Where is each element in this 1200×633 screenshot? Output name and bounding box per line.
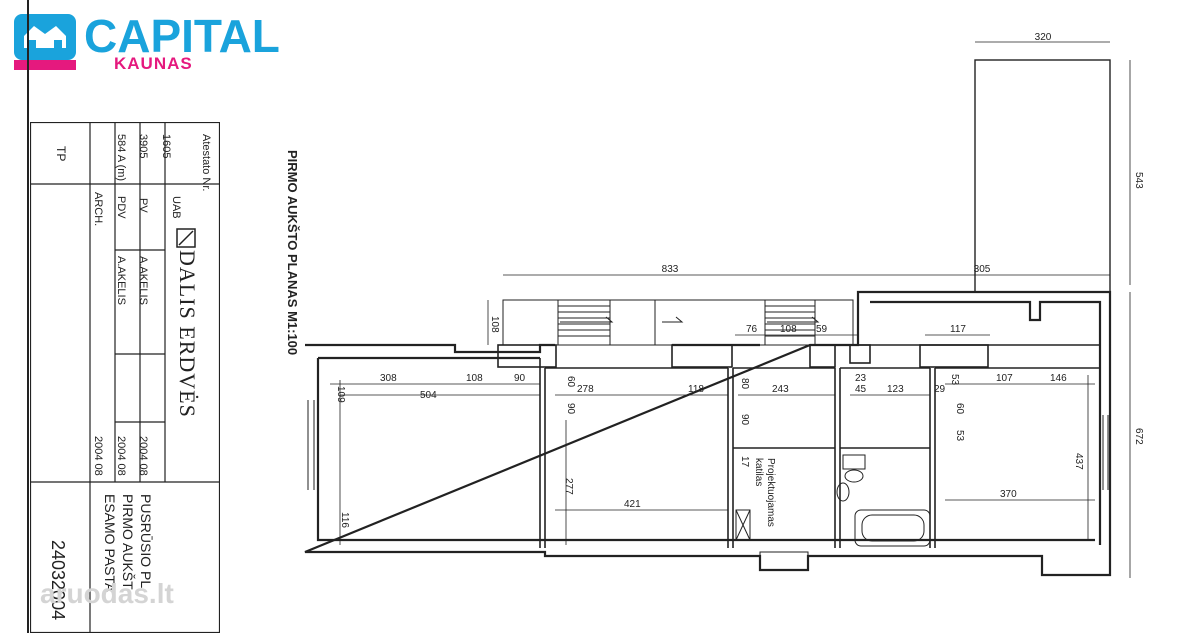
dim-146: 146 bbox=[1050, 373, 1067, 384]
dim-109: 109 bbox=[335, 386, 346, 403]
windows bbox=[307, 400, 1109, 571]
dim-504: 504 bbox=[420, 390, 437, 401]
dim-108b: 108 bbox=[466, 373, 483, 384]
dim-108-left: 108 bbox=[489, 316, 500, 333]
dim-23: 23 bbox=[855, 373, 867, 384]
dim-90b: 90 bbox=[565, 403, 576, 415]
dim-278: 278 bbox=[577, 384, 594, 395]
dim-123: 123 bbox=[887, 384, 904, 395]
company-logo-icon bbox=[176, 228, 196, 248]
dim-59: 59 bbox=[816, 324, 828, 335]
dim-320: 320 bbox=[1035, 32, 1052, 43]
dim-833: 833 bbox=[662, 264, 679, 275]
dim-90c: 90 bbox=[739, 414, 750, 426]
dimension-labels: 833 305 320 543 672 108 76 108 59 117 30… bbox=[335, 32, 1144, 528]
dim-53a: 53 bbox=[949, 374, 960, 386]
dim-80a: 80 bbox=[739, 378, 750, 390]
bathroom-fixtures bbox=[735, 454, 931, 547]
logo-city: KAUNAS bbox=[114, 54, 193, 73]
sheet-left-border bbox=[27, 0, 29, 633]
dim-116: 116 bbox=[339, 512, 350, 528]
dimension-lines bbox=[330, 41, 1131, 578]
label-projected-2: katilas bbox=[753, 458, 764, 486]
dim-243: 243 bbox=[772, 384, 789, 395]
dim-672: 672 bbox=[1133, 428, 1144, 445]
dim-76: 76 bbox=[746, 324, 758, 335]
dim-53b: 53 bbox=[954, 430, 965, 442]
dim-108a: 108 bbox=[780, 324, 797, 335]
dim-305: 305 bbox=[974, 264, 991, 275]
title-block-grid bbox=[30, 122, 220, 633]
logo-wordmark: CAPITAL bbox=[84, 10, 280, 62]
dim-60a: 60 bbox=[565, 376, 576, 388]
annex-outline bbox=[974, 59, 1111, 293]
dim-308: 308 bbox=[380, 373, 397, 384]
dim-370: 370 bbox=[1000, 489, 1017, 500]
dim-90a: 90 bbox=[514, 373, 526, 384]
dim-117: 117 bbox=[950, 324, 966, 335]
dim-437: 437 bbox=[1073, 453, 1084, 470]
dim-543: 543 bbox=[1133, 172, 1144, 189]
dim-107: 107 bbox=[996, 373, 1013, 384]
watermark: aruodas.lt bbox=[40, 578, 174, 609]
stairs bbox=[502, 299, 854, 346]
dim-277: 277 bbox=[563, 478, 574, 495]
capital-logo-icon bbox=[14, 14, 76, 70]
dim-29: 29 bbox=[934, 384, 946, 395]
dim-17: 17 bbox=[739, 456, 750, 468]
dim-45: 45 bbox=[855, 384, 867, 395]
dim-60b: 60 bbox=[954, 403, 965, 415]
outer-walls bbox=[304, 290, 1112, 577]
label-projected-1: Projektuojamas bbox=[765, 458, 776, 527]
dim-421: 421 bbox=[624, 499, 641, 510]
dim-118: 118 bbox=[688, 384, 704, 395]
